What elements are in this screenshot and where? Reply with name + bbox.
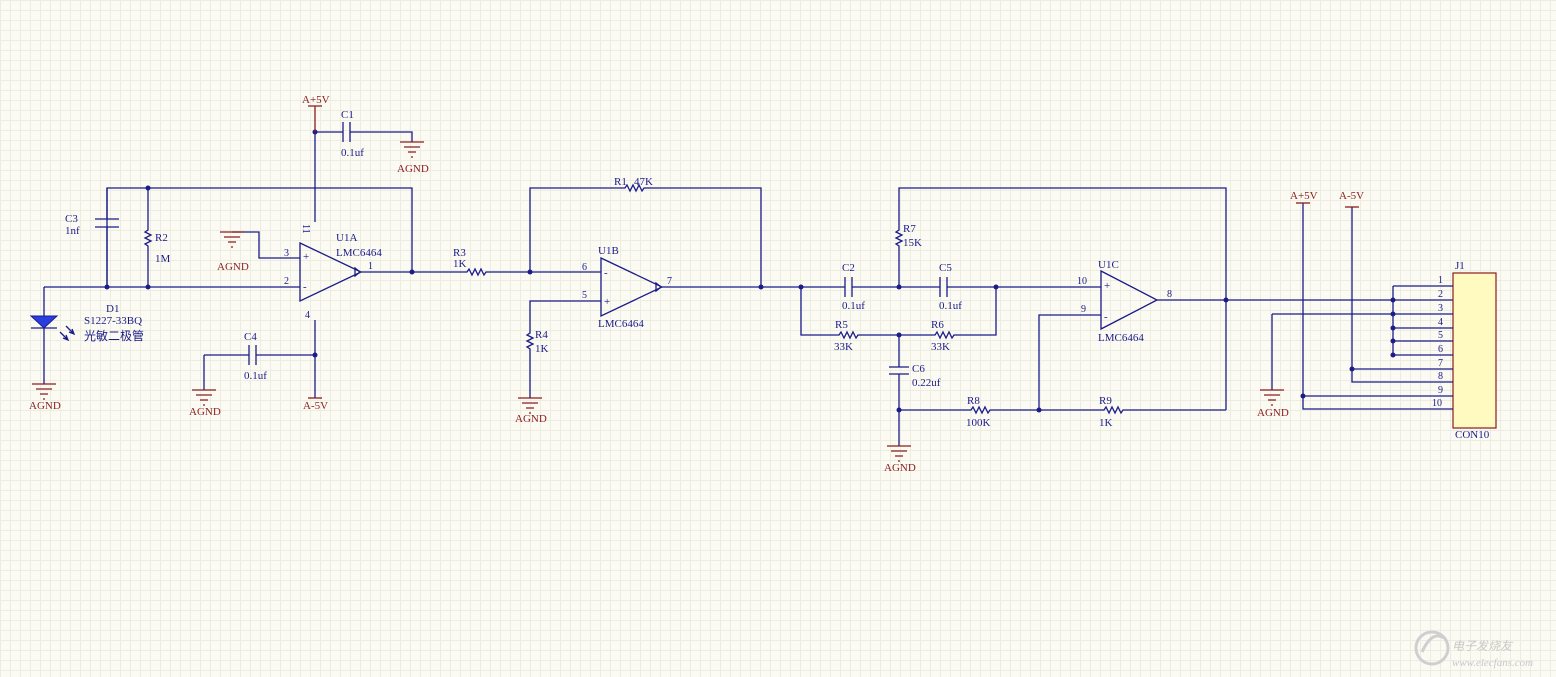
j1-pin-3: 3 — [1438, 303, 1443, 314]
c3-ref: C3 — [65, 213, 78, 225]
stage-3-filter: + - — [798, 187, 1453, 446]
r4-ref: R4 — [535, 329, 548, 341]
svg-text:-: - — [1104, 311, 1108, 323]
r6-ref: R6 — [931, 319, 944, 331]
connector-j1 — [1271, 203, 1497, 429]
c3-value: 1nf — [65, 225, 80, 237]
d1-part: S1227-33BQ — [84, 315, 142, 327]
j1-pin-2: 2 — [1438, 289, 1443, 300]
u1a-pin-11: 11 — [300, 224, 311, 234]
r2-ref: R2 — [155, 232, 168, 244]
watermark: 电子发烧友 www.elecfans.com — [1414, 630, 1533, 669]
j1-pin-8: 8 — [1438, 371, 1443, 382]
c5-ref: C5 — [939, 262, 952, 274]
label-agnd-j1: AGND — [1257, 407, 1289, 419]
u1a-pin-2: 2 — [284, 276, 289, 287]
svg-text:+: + — [303, 251, 309, 263]
watermark-url: www.elecfans.com — [1452, 657, 1533, 669]
r7-value: 15K — [903, 237, 922, 249]
r1-ref: R1 — [614, 176, 627, 188]
r5-ref: R5 — [835, 319, 848, 331]
c5-value: 0.1uf — [939, 300, 962, 312]
label-agnd-c1: AGND — [397, 163, 429, 175]
label-agnd-c6: AGND — [884, 462, 916, 474]
u1a-pin-3: 3 — [284, 248, 289, 259]
j1-pin-9: 9 — [1438, 385, 1443, 396]
j1-part: CON10 — [1455, 429, 1490, 441]
r6-value: 33K — [931, 341, 950, 353]
j1-pin-5: 5 — [1438, 330, 1443, 341]
u1a-part: LMC6464 — [336, 247, 382, 259]
j1-pin-4: 4 — [1438, 317, 1443, 328]
j1-ref: J1 — [1455, 260, 1465, 272]
c6-value: 0.22uf — [912, 377, 941, 389]
u1a-pin-1: 1 — [368, 261, 373, 272]
svg-text:+: + — [1104, 280, 1110, 292]
r3-value: 1K — [453, 258, 467, 270]
c6-ref: C6 — [912, 363, 925, 375]
u1c-part: LMC6464 — [1098, 332, 1144, 344]
c1-value: 0.1uf — [341, 147, 364, 159]
u1b-part: LMC6464 — [598, 318, 644, 330]
j1-pin-numbers: 1 2 3 4 5 6 7 8 9 10 — [1432, 275, 1443, 409]
r8-ref: R8 — [967, 395, 980, 407]
u1c-opamp — [1100, 269, 1159, 331]
u1b-ref: U1B — [598, 245, 619, 257]
power-symbols — [32, 105, 1359, 462]
label-agnd-c4: AGND — [189, 406, 221, 418]
d1-ref: D1 — [106, 303, 119, 315]
c4-ref: C4 — [244, 331, 257, 343]
r4-value: 1K — [535, 343, 549, 355]
r1-value: 47K — [634, 176, 653, 188]
j1-pin-6: 6 — [1438, 344, 1443, 355]
u1b-pin-5: 5 — [582, 290, 587, 301]
r9-ref: R9 — [1099, 395, 1112, 407]
label-agnd-u1a-pin3: AGND — [217, 261, 249, 273]
label-apos5v-j1: A+5V — [1290, 190, 1318, 202]
r9-value: 1K — [1099, 417, 1113, 429]
label-agnd-r4: AGND — [515, 413, 547, 425]
j1-pin-10: 10 — [1432, 398, 1442, 409]
d1-description: 光敏二极管 — [84, 328, 144, 343]
label-aneg5v-u1a: A-5V — [303, 400, 328, 412]
u1c-pin-8: 8 — [1167, 289, 1172, 300]
u1a-opamp — [299, 241, 363, 303]
c1-ref: C1 — [341, 109, 354, 121]
u1c-pin-10: 10 — [1077, 276, 1087, 287]
u1a-ref: U1A — [336, 232, 357, 244]
u1c-ref: U1C — [1098, 259, 1119, 271]
u1b-opamp — [600, 256, 664, 318]
u1c-pin-9: 9 — [1081, 304, 1086, 315]
stage-1-transimpedance: + - — [29, 122, 415, 398]
svg-text:-: - — [604, 267, 608, 279]
labels: A+5V A-5V A+5V A-5V AGND AGND AGND AGND … — [29, 94, 1490, 474]
svg-text:-: - — [303, 281, 307, 293]
c2-ref: C2 — [842, 262, 855, 274]
c4-value: 0.1uf — [244, 370, 267, 382]
j1-pin-7: 7 — [1438, 358, 1443, 369]
label-agnd-d1: AGND — [29, 400, 61, 412]
r7-ref: R7 — [903, 223, 916, 235]
r2-value: 1M — [155, 253, 171, 265]
c2-value: 0.1uf — [842, 300, 865, 312]
label-apos5v-u1a: A+5V — [302, 94, 330, 106]
label-aneg5v-j1: A-5V — [1339, 190, 1364, 202]
r3-ref: R3 — [453, 247, 466, 259]
j1-body — [1452, 272, 1497, 429]
u1b-pin-6: 6 — [582, 262, 587, 273]
svg-text:+: + — [604, 296, 610, 308]
stage-2-inverting-amp: - + — [412, 183, 801, 398]
r5-value: 33K — [834, 341, 853, 353]
watermark-title: 电子发烧友 — [1452, 639, 1514, 653]
u1b-pin-7: 7 — [667, 276, 672, 287]
r8-value: 100K — [966, 417, 991, 429]
watermark-logo-icon — [1414, 630, 1450, 666]
u1a-pin-4: 4 — [305, 310, 310, 321]
j1-pin-1: 1 — [1438, 275, 1443, 286]
